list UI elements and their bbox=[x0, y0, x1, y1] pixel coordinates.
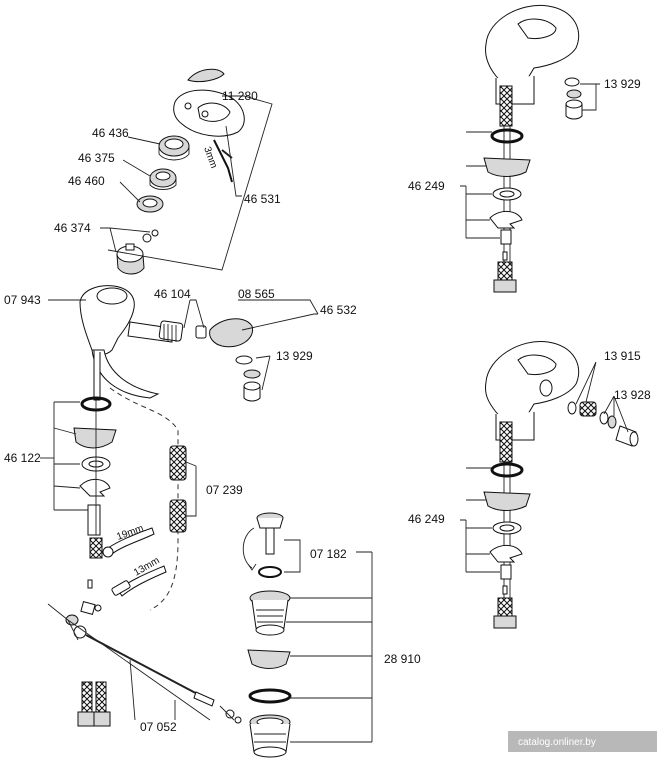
aerator-set-bottom bbox=[567, 401, 639, 447]
label-13929-right: 13 929 bbox=[604, 77, 641, 91]
supply-hoses-part bbox=[77, 681, 111, 727]
hex-key-size-label: 3mm bbox=[201, 145, 219, 170]
variant-bottom-assembly bbox=[483, 341, 639, 629]
label-07052: 07 052 bbox=[140, 720, 177, 734]
aerator-set-left bbox=[235, 355, 261, 402]
label-08565: 08 565 bbox=[238, 287, 275, 301]
drain-gasket-part bbox=[247, 649, 291, 669]
aerator-part bbox=[158, 320, 184, 342]
part-labels: 11 280 46 436 46 375 46 460 46 531 46 37… bbox=[4, 77, 651, 734]
aerator-set-top bbox=[564, 77, 583, 120]
label-46375: 46 375 bbox=[78, 151, 115, 165]
mounting-set-bottom bbox=[483, 462, 531, 629]
seal-ring-part bbox=[136, 195, 164, 213]
mounting-set-top bbox=[483, 128, 531, 293]
variant-top-body bbox=[485, 4, 580, 275]
label-28910: 28 910 bbox=[384, 652, 421, 666]
cartridge-nut-part bbox=[149, 168, 177, 190]
drain-body-part bbox=[249, 714, 291, 758]
lever-cap-part bbox=[187, 68, 225, 83]
label-07182: 07 182 bbox=[310, 547, 347, 561]
label-13929-left: 13 929 bbox=[276, 349, 313, 363]
cap-ring-part bbox=[158, 135, 190, 161]
label-07239: 07 239 bbox=[206, 483, 243, 497]
label-46249-bottom: 46 249 bbox=[408, 512, 445, 526]
popup-rod-part bbox=[65, 601, 242, 724]
label-46249-top: 46 249 bbox=[408, 179, 445, 193]
wrench-13mm-part: 13mm bbox=[111, 555, 167, 597]
label-46436: 46 436 bbox=[92, 126, 129, 140]
watermark-text: catalog.onliner.by bbox=[518, 737, 596, 748]
drain-stopper-part bbox=[242, 512, 284, 578]
leader-lines bbox=[40, 83, 629, 743]
label-46374: 46 374 bbox=[54, 221, 91, 235]
label-13915: 13 915 bbox=[604, 349, 641, 363]
insert-part bbox=[195, 325, 207, 339]
label-46531: 46 531 bbox=[244, 192, 281, 206]
label-13928: 13 928 bbox=[614, 388, 651, 402]
main-faucet-assembly: 3mm bbox=[65, 68, 261, 727]
watermark: catalog.onliner.by bbox=[508, 731, 657, 752]
label-46532: 46 532 bbox=[320, 303, 357, 317]
hose-dashed-path bbox=[109, 387, 179, 611]
variant-top-assembly bbox=[483, 4, 583, 293]
label-07943: 07 943 bbox=[4, 293, 41, 307]
hex-key-part bbox=[213, 139, 233, 183]
spout-cover-part bbox=[209, 318, 254, 348]
lever-handle-part bbox=[173, 89, 245, 137]
variant-bottom-body bbox=[485, 341, 580, 620]
flexible-hose-part bbox=[169, 445, 187, 533]
drain-assembly bbox=[242, 512, 292, 758]
drain-oring-part bbox=[248, 688, 292, 704]
label-46104: 46 104 bbox=[154, 287, 191, 301]
drain-flange-part bbox=[249, 590, 291, 636]
faucet-body-part bbox=[79, 285, 173, 401]
mounting-set-part bbox=[73, 396, 117, 536]
label-11280: 11 280 bbox=[222, 89, 258, 103]
wrench-19mm-part: 19mm bbox=[102, 523, 155, 558]
label-46122: 46 122 bbox=[4, 451, 41, 465]
cartridge-part bbox=[116, 229, 159, 275]
label-46460: 46 460 bbox=[68, 174, 105, 188]
